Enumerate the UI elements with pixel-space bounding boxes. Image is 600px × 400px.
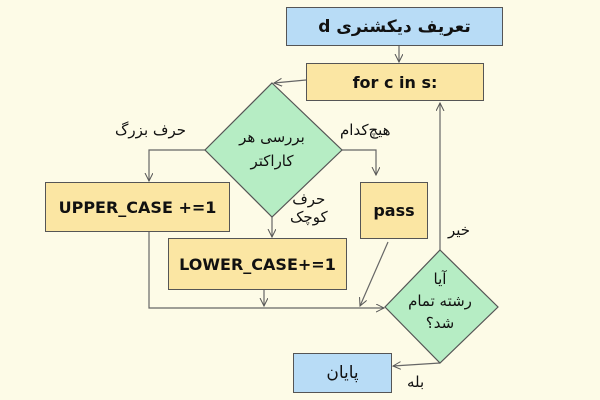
check-char-diamond bbox=[204, 82, 343, 218]
string-done-line-1: آیا bbox=[433, 270, 447, 288]
string-done-line-2: رشته تمام bbox=[408, 292, 472, 310]
pass-label: pass bbox=[373, 201, 415, 220]
check-char-text: بررسی هر کاراکتر bbox=[222, 125, 322, 173]
lower-case-label: LOWER_CASE+=1 bbox=[179, 254, 336, 274]
arrow-check-to-pass bbox=[342, 149, 376, 175]
string-done-diamond bbox=[384, 249, 499, 364]
upper-case-label: UPPER_CASE +=1 bbox=[58, 197, 217, 217]
edge-label-no: خیر bbox=[448, 221, 471, 239]
edge-label-none: هیچ‌کدام bbox=[340, 121, 391, 139]
define-dictionary-label: تعریف دیکشنری d bbox=[318, 16, 471, 37]
arrow-for-to-check bbox=[274, 80, 307, 83]
for-loop-node: for c in s: bbox=[306, 63, 484, 101]
arrow-done-to-end bbox=[393, 363, 441, 366]
arrow-pass-to-merge bbox=[360, 241, 389, 306]
edge-label-lowercase-line-1: حرف bbox=[292, 190, 326, 208]
edge-label-uppercase: حرف بزرگ bbox=[115, 121, 186, 139]
upper-case-node: UPPER_CASE +=1 bbox=[45, 182, 230, 232]
end-label: پایان bbox=[326, 363, 359, 383]
lower-case-node: LOWER_CASE+=1 bbox=[168, 238, 347, 290]
check-char-line-1: بررسی هر bbox=[239, 128, 305, 146]
edge-label-yes: بله bbox=[407, 373, 425, 391]
arrow-check-to-upper bbox=[149, 149, 205, 181]
end-node: پایان bbox=[293, 353, 392, 393]
check-char-line-2: کاراکتر bbox=[250, 152, 294, 170]
define-dictionary-node: تعریف دیکشنری d bbox=[286, 7, 503, 46]
edge-label-lowercase-line-2: کوچک bbox=[290, 208, 328, 226]
string-done-line-3: شد؟ bbox=[425, 314, 455, 332]
for-loop-label: for c in s: bbox=[352, 72, 438, 92]
edge-label-lowercase: حرف کوچک bbox=[290, 190, 328, 226]
string-done-text: آیا رشته تمام شد؟ bbox=[395, 268, 485, 334]
arrow-upper-to-done bbox=[148, 232, 384, 308]
pass-node: pass bbox=[360, 182, 428, 239]
